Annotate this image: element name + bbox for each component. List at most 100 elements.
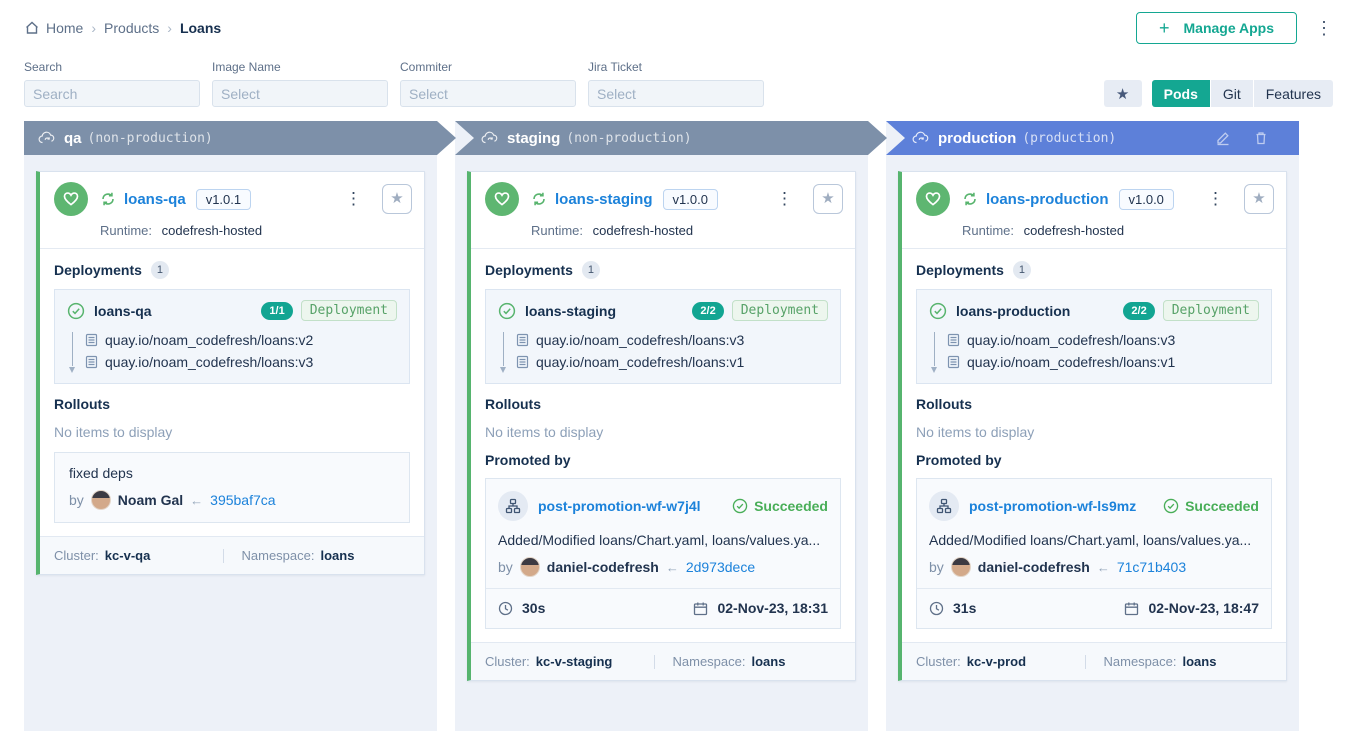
commit-hash-link[interactable]: 395baf7ca	[210, 492, 276, 508]
runtime-label: Runtime:	[100, 223, 153, 238]
heart-icon	[494, 192, 510, 206]
image-doc-icon	[947, 333, 960, 347]
star-icon: ★	[390, 190, 404, 207]
promotion-date: 02-Nov-23, 18:31	[693, 600, 828, 616]
image-name: quay.io/noam_codefresh/loans:v3	[967, 332, 1176, 348]
clock-icon	[498, 601, 513, 615]
breadcrumb-home[interactable]: Home	[24, 20, 83, 36]
card-kebab-icon[interactable]: ⋮	[776, 189, 793, 208]
image-row: quay.io/noam_codefresh/loans:v3	[85, 351, 397, 373]
cloud-icon	[38, 131, 56, 145]
resource-kind-chip: Deployment	[300, 300, 397, 321]
replicas-badge: 2/2	[692, 301, 724, 320]
trash-icon[interactable]	[1253, 130, 1269, 146]
date-value: 02-Nov-23, 18:47	[1148, 600, 1259, 616]
card-header: loans-staging v1.0.0 ⋮ ★ Runtime: codefr…	[471, 172, 855, 249]
env-body-qa: loans-qa v1.0.1 ⋮ ★ Runtime: codefresh-h…	[24, 121, 437, 587]
view-controls: ★ Pods Git Features	[1103, 80, 1333, 107]
card-header: loans-production v1.0.0 ⋮ ★ Runtime: cod…	[902, 172, 1286, 249]
jira-ticket-select[interactable]	[588, 80, 764, 107]
edit-pencil-icon[interactable]	[1215, 130, 1231, 146]
app-name-link[interactable]: loans-qa	[124, 190, 186, 208]
workflow-link[interactable]: post-promotion-wf-ls9mz	[969, 498, 1137, 514]
plus-icon: +	[1158, 18, 1170, 38]
promotion-box: post-promotion-wf-ls9mz Succeeded Added/…	[916, 478, 1272, 629]
env-header-qa: qa (non-production)	[24, 121, 456, 155]
workflow-link[interactable]: post-promotion-wf-w7j4l	[538, 498, 701, 514]
rollouts-empty-text: No items to display	[916, 424, 1035, 440]
environment-board: qa (non-production) loans-qa v1.0.1 ⋮	[0, 121, 1357, 731]
favorite-star-button[interactable]: ★	[813, 184, 843, 214]
manage-apps-button[interactable]: + Manage Apps	[1135, 12, 1297, 44]
card-kebab-icon[interactable]: ⋮	[345, 189, 362, 208]
health-status-icon	[485, 182, 519, 216]
image-name: quay.io/noam_codefresh/loans:v1	[536, 354, 745, 370]
heart-icon	[63, 192, 79, 206]
env-type: (production)	[1022, 130, 1117, 146]
promotion-date: 02-Nov-23, 18:47	[1124, 600, 1259, 616]
tab-features[interactable]: Features	[1254, 80, 1333, 107]
by-label: by	[69, 492, 84, 508]
arrow-left-icon: ←	[190, 492, 204, 508]
search-label: Search	[24, 60, 63, 74]
commiter-select[interactable]	[400, 80, 576, 107]
image-name-select[interactable]	[212, 80, 388, 107]
card-kebab-icon[interactable]: ⋮	[1207, 189, 1224, 208]
arrow-left-icon: ←	[1096, 559, 1110, 575]
runtime-value: codefresh-hosted	[1023, 223, 1125, 238]
duration: 31s	[929, 600, 976, 616]
favorites-star-button[interactable]: ★	[1103, 80, 1142, 107]
tab-pods[interactable]: Pods	[1151, 80, 1211, 107]
workflow-org-chart-icon	[936, 498, 952, 514]
health-status-icon	[54, 182, 88, 216]
runtime-value: codefresh-hosted	[161, 223, 263, 238]
sync-icon	[102, 192, 114, 206]
cluster-value: kc-v-staging	[535, 654, 613, 669]
avatar	[519, 557, 540, 577]
page-menu-kebab-icon[interactable]: ⋮	[1315, 17, 1333, 38]
commit-hash-link[interactable]: 71c71b403	[1116, 559, 1187, 575]
deployments-heading: Deployments	[916, 262, 1004, 278]
card-footer: Cluster: kc-v-staging Namespace: loans	[471, 642, 855, 680]
env-name: production	[938, 129, 1017, 147]
deployments-section: Deployments 1 loans-qa 1/1 Deployment	[40, 249, 424, 384]
workflow-icon-circle	[498, 491, 528, 521]
favorite-star-button[interactable]: ★	[1244, 184, 1274, 214]
breadcrumb-products[interactable]: Products	[104, 20, 160, 36]
app-name-link[interactable]: loans-staging	[555, 190, 653, 208]
commit-author: Noam Gal	[117, 492, 184, 508]
deployment-panel: loans-production 2/2 Deployment quay.io/…	[916, 289, 1272, 384]
replicas-badge: 2/2	[1123, 301, 1155, 320]
sync-icon	[533, 192, 545, 206]
env-column-staging: staging (non-production) loans-staging v…	[455, 121, 868, 731]
replicas-badge: 1/1	[261, 301, 293, 320]
deployments-section: Deployments 1 loans-staging 2/2 Deployme…	[471, 249, 855, 384]
home-icon	[26, 21, 38, 34]
image-doc-icon	[85, 333, 98, 347]
filter-commiter: Commiter	[400, 60, 576, 107]
favorite-star-button[interactable]: ★	[382, 184, 412, 214]
namespace-label: Namespace:	[1103, 654, 1177, 669]
filter-image-name: Image Name	[212, 60, 388, 107]
workflow-org-chart-icon	[505, 498, 521, 514]
app-name-link[interactable]: loans-production	[986, 190, 1109, 208]
rollouts-section: Rollouts No items to display fixed deps …	[40, 384, 424, 523]
search-input[interactable]	[24, 80, 200, 107]
status-badge: Succeeded	[732, 498, 828, 514]
flow-down-arrow-icon	[67, 329, 85, 373]
card-footer: Cluster: kc-v-qa Namespace: loans	[40, 536, 424, 574]
version-badge: v1.0.0	[662, 188, 718, 210]
env-header-staging: staging (non-production)	[455, 121, 887, 155]
clock-icon	[929, 601, 944, 615]
deployments-section: Deployments 1 loans-production 2/2 Deplo…	[902, 249, 1286, 384]
app-card-loans-production: loans-production v1.0.0 ⋮ ★ Runtime: cod…	[898, 171, 1287, 681]
arrow-left-icon: ←	[665, 559, 679, 575]
rollouts-section: Rollouts No items to display	[902, 384, 1286, 440]
env-type: (non-production)	[87, 130, 213, 146]
runtime-value: codefresh-hosted	[592, 223, 694, 238]
commit-hash-link[interactable]: 2d973dece	[685, 559, 756, 575]
calendar-icon	[1125, 602, 1139, 615]
namespace-value: loans	[751, 654, 786, 669]
chevron-right-icon: ›	[91, 20, 97, 36]
tab-git[interactable]: Git	[1211, 80, 1254, 107]
